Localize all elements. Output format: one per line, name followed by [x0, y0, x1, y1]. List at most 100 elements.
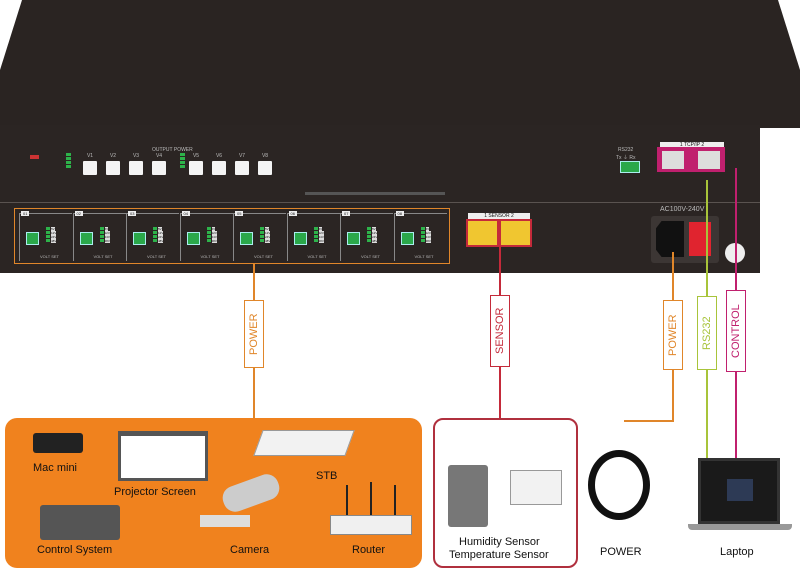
control-system-label: Control System [37, 544, 113, 556]
iec-socket-icon [656, 221, 684, 257]
power-inlet [651, 216, 719, 263]
projector-screen-label: Projector Screen [114, 486, 196, 498]
channel-terminal[interactable] [26, 232, 39, 245]
output-button-label: V5 [192, 153, 200, 159]
sensor-port-1[interactable] [468, 221, 497, 245]
status-leds [180, 153, 185, 169]
rs232-terminal[interactable] [620, 161, 640, 173]
channel-number: 06 [288, 211, 297, 216]
laptop-icon [698, 458, 780, 524]
volt-set-label: VOLT SET [93, 254, 113, 259]
projector-screen-icon [118, 431, 208, 481]
status-leds [66, 153, 71, 169]
output-button-key[interactable] [189, 161, 203, 175]
output-button-3[interactable]: V3 [129, 153, 143, 175]
output-button-label: V3 [132, 153, 140, 159]
channel-terminal[interactable] [293, 232, 307, 245]
channel-terminal[interactable] [400, 232, 414, 245]
output-button-key[interactable] [152, 161, 166, 175]
ac-voltage-label: AC100V-240V [660, 206, 705, 213]
output-buttons: V1 V2 V3 V4 V5 V6 V7 V8 [83, 153, 272, 175]
control-system-icon [40, 505, 120, 540]
channel-number: 01 [21, 211, 30, 216]
mac-mini-label: Mac mini [33, 462, 78, 474]
channel-terminal[interactable] [133, 232, 146, 245]
mac-mini-icon [33, 433, 83, 453]
volt-set-label: VOLT SET [307, 254, 327, 259]
volt-set-label: VOLT SET [40, 254, 59, 259]
output-power-label: OUTPUT POWER [152, 147, 193, 153]
output-button-key[interactable] [235, 161, 249, 175]
power-label-left: POWER [244, 300, 264, 368]
output-button-label: V8 [261, 153, 269, 159]
power-led-icon [30, 155, 39, 159]
output-button-key[interactable] [129, 161, 143, 175]
output-button-label: V1 [86, 153, 94, 159]
channel-terminal[interactable] [240, 232, 253, 245]
channel-number: 05 [235, 211, 244, 216]
output-button-7[interactable]: V7 [235, 153, 249, 175]
sensor-port-label: 1 SENSOR 2 [468, 213, 530, 219]
channel-number: 08 [395, 211, 404, 216]
output-button-key[interactable] [212, 161, 226, 175]
channel-number: 07 [342, 211, 351, 216]
output-button-5[interactable]: V5 [189, 153, 203, 175]
channel-terminal[interactable] [79, 232, 93, 245]
volt-set-label: VOLT SET [147, 254, 166, 259]
tcpip-port-1[interactable] [660, 149, 686, 171]
output-button-key[interactable] [83, 161, 97, 175]
output-button-key[interactable] [106, 161, 120, 175]
output-button-label: V6 [215, 153, 223, 159]
stb-label: STB [316, 470, 338, 482]
power-label-right: POWER [663, 300, 683, 370]
power-cord-icon [588, 450, 650, 520]
volt-set-label: VOLT SET [414, 254, 434, 259]
channel-number: 04 [181, 211, 190, 216]
laptop-label: Laptop [720, 546, 754, 558]
tcpip-port-2[interactable] [696, 149, 722, 171]
output-button-label: V2 [109, 153, 117, 159]
camera-label: Camera [230, 544, 270, 556]
device-top-cover [0, 0, 800, 128]
channel-terminal[interactable] [186, 232, 200, 245]
router-label: Router [352, 544, 386, 556]
channel-number: 03 [128, 211, 137, 216]
temperature-sensor-label: Temperature Sensor [449, 549, 549, 561]
output-button-4[interactable]: V4 [152, 153, 166, 175]
output-button-label: V4 [155, 153, 163, 159]
humidity-sensor-icon [448, 465, 488, 527]
power-cord-label: POWER [600, 546, 642, 558]
rs232-label: RS232 [697, 296, 717, 370]
volt-set-label: VOLT SET [361, 254, 380, 259]
power-switch[interactable] [689, 222, 711, 256]
humidity-sensor-label: Humidity Sensor [459, 536, 540, 548]
volt-set-label: VOLT SET [200, 254, 220, 259]
tcpip-label: 1 TCP/IP 2 [660, 142, 724, 148]
output-button-key[interactable] [258, 161, 272, 175]
output-button-1[interactable]: V1 [83, 153, 97, 175]
channel-terminal[interactable] [347, 232, 360, 245]
output-button-6[interactable]: V6 [212, 153, 226, 175]
sensor-port-2[interactable] [501, 221, 530, 245]
output-button-8[interactable]: V8 [258, 153, 272, 175]
output-button-label: V7 [238, 153, 246, 159]
stb-icon [253, 430, 355, 456]
output-button-2[interactable]: V2 [106, 153, 120, 175]
channel-number: 02 [74, 211, 83, 216]
vent-slot [305, 192, 445, 195]
